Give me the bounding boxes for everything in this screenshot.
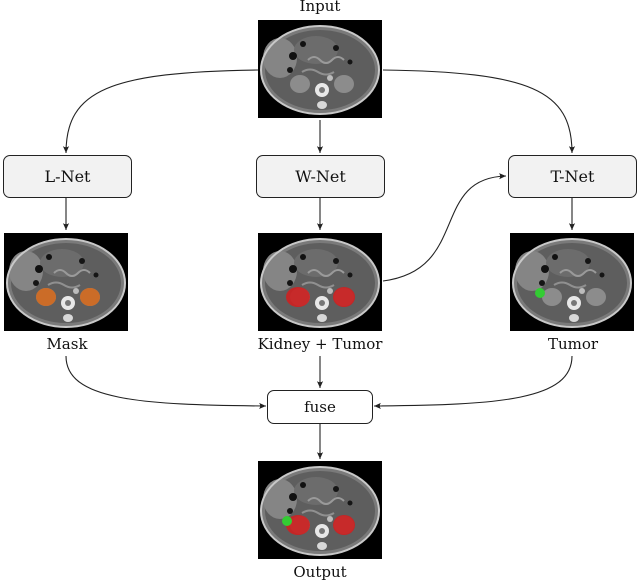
kidney-tumor-ct-image [258,233,382,331]
tnet-box: T-Net [508,155,637,198]
arrow-tumor-to-fuse [373,355,573,410]
output-label: Output [293,563,347,581]
kidney-tumor-label: Kidney + Tumor [257,335,383,353]
lnet-box: L-Net [3,155,132,198]
fused-overlay [282,515,355,535]
output-ct-image [258,461,382,559]
wnet-box: W-Net [256,155,385,198]
arrow-mask-to-fuse [65,355,267,410]
input-ct-image [258,20,382,118]
kidney-tumor-overlay [286,287,355,307]
tumor-overlay [535,288,545,298]
arrow-input-to-lnet [62,69,259,154]
fuse-box: fuse [267,390,373,424]
mask-label: Mask [46,335,88,353]
tumor-ct-image [510,233,634,331]
arrow-input-to-tnet [382,69,576,154]
arrow-wnet-result-to-tnet [382,173,507,282]
kidney-mask-overlay [36,288,100,306]
mask-ct-image [4,233,128,331]
tumor-label: Tumor [547,335,599,353]
input-label: Input [299,0,341,15]
